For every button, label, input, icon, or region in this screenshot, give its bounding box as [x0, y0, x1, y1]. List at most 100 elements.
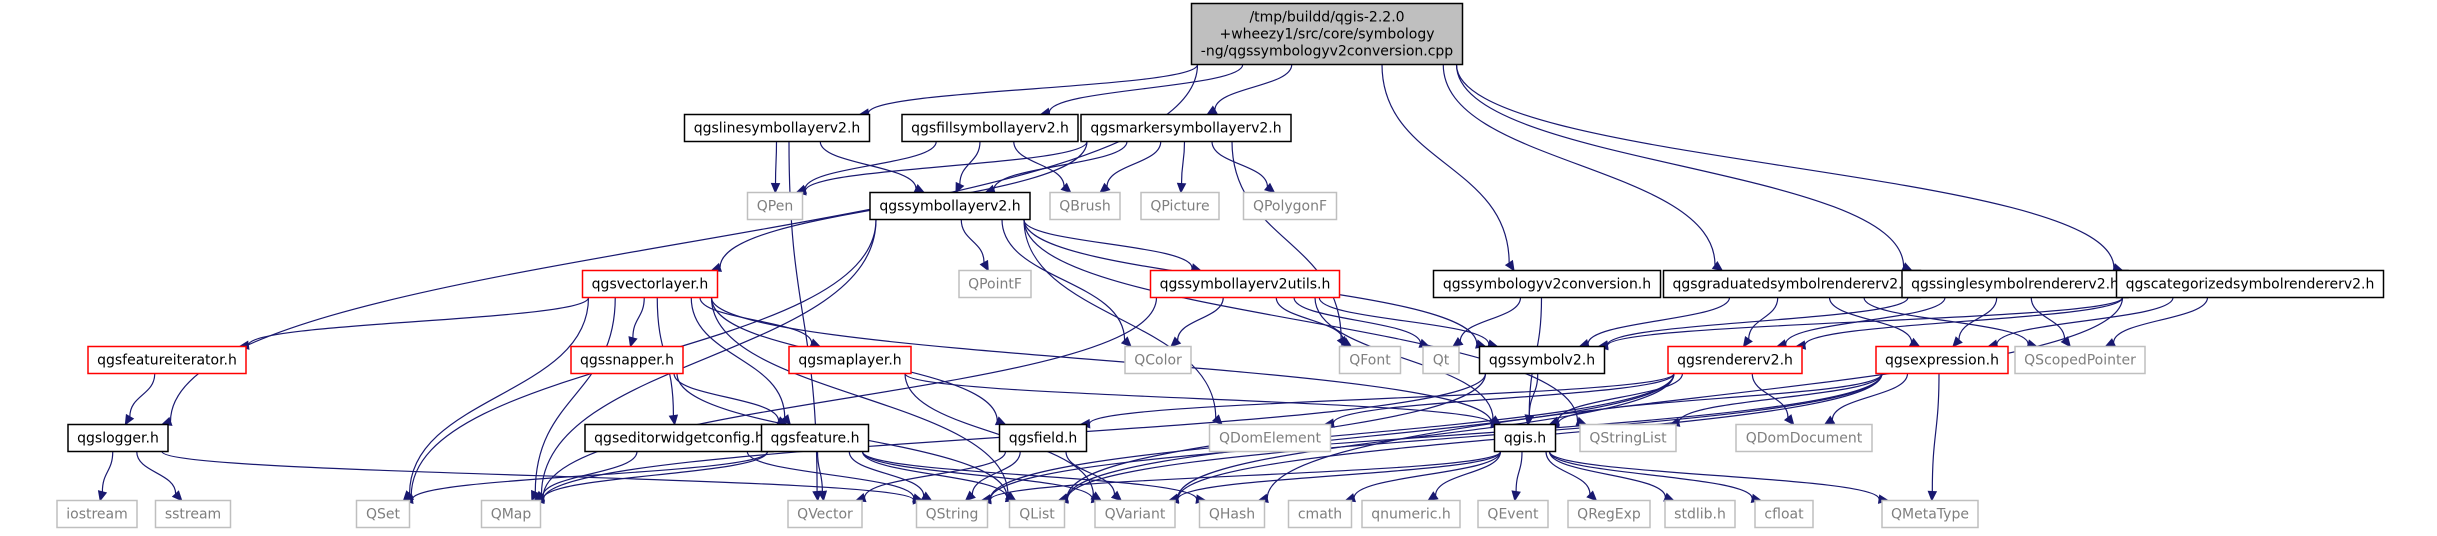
node-qnumeric: qnumeric.h — [1361, 499, 1461, 529]
edge-line — [247, 297, 590, 346]
node-QHash: QHash — [1198, 499, 1266, 529]
node-QVariant: QVariant — [1094, 499, 1176, 529]
node-label: qgsfeatureiterator.h — [97, 353, 237, 369]
node-qgsvectorlayer[interactable]: qgsvectorlayer.h — [581, 269, 719, 299]
node-box — [1049, 191, 1121, 221]
node-qgsexpression[interactable]: qgsexpression.h — [1875, 345, 2009, 375]
node-root[interactable]: /tmp/buildd/qgis-2.2.0+wheezy1/src/core/… — [1190, 2, 1464, 66]
node-box — [1198, 499, 1266, 529]
node-label: cfloat — [1764, 507, 1804, 523]
edge-qgsfield-to-QVector — [854, 451, 1007, 503]
edge-arrowhead — [1099, 182, 1111, 194]
node-box — [581, 269, 719, 299]
node-box — [1208, 423, 1332, 453]
node-qgscategorizedsymbolrendererv2[interactable]: qgscategorizedsymbolrendererv2.h — [2115, 269, 2385, 299]
edge-arrowhead — [817, 490, 828, 502]
node-box — [1579, 423, 1677, 453]
edge-qgis-to-cmath — [1344, 451, 1502, 503]
node-qgssymbolv2[interactable]: qgssymbolv2.h — [1478, 345, 1606, 375]
node-qgsfield[interactable]: qgsfield.h — [998, 423, 1088, 453]
edge-line — [1557, 373, 1883, 424]
node-box — [1478, 345, 1606, 375]
node-label: Qt — [1433, 353, 1450, 369]
edge-line — [989, 373, 1883, 500]
edge-line — [2030, 297, 2066, 340]
node-qgis[interactable]: qgis.h — [1493, 423, 1557, 453]
edge-qgsfield-to-QString — [964, 451, 1021, 502]
node-QRegExp: QRegExp — [1567, 499, 1651, 529]
node-label: qgsfield.h — [1009, 431, 1078, 447]
node-label: qgssymbolv2.h — [1489, 353, 1595, 369]
edge-line — [690, 297, 786, 418]
node-box — [1477, 499, 1549, 529]
node-QBrush: QBrush — [1049, 191, 1121, 221]
node-label: cmath — [1298, 507, 1342, 523]
node-label: qgsmarkersymbollayerv2.h — [1090, 121, 1281, 137]
node-qgssinglesymbolrendererv2[interactable]: qgssinglesymbolrendererv2.h — [1901, 269, 2129, 299]
node-label: qgslogger.h — [77, 431, 159, 447]
node-label: qgseditorwidgetconfig.h — [594, 431, 764, 447]
node-box — [1361, 499, 1461, 529]
edge-qgsvectorlayer-to-qgsfeatureiterator — [238, 297, 590, 350]
edge-arrowhead — [1927, 490, 1938, 502]
node-qgsfeatureiterator[interactable]: qgsfeatureiterator.h — [87, 345, 247, 375]
node-label: stdlib.h — [1674, 507, 1726, 523]
edge-qgsmarkersymbollayerv2-to-QPicture — [1176, 141, 1187, 194]
edge-root-to-qgsmarkersymbollayerv2 — [1206, 64, 1293, 116]
edge-root-to-qgssinglesymbolrendererv2 — [1455, 64, 1913, 272]
edge-arrowhead — [955, 181, 965, 194]
node-box — [1735, 423, 1873, 453]
node-label: qgsfillsymbollayerv2.h — [911, 121, 1069, 137]
edge-line — [1545, 451, 1591, 495]
node-label: QPen — [757, 199, 793, 215]
edge-qgsexpression-to-QMetaType — [1927, 373, 1940, 502]
node-qgsmarkersymbollayerv2[interactable]: qgsmarkersymbollayerv2.h — [1080, 113, 1292, 143]
edge-line — [1048, 64, 1244, 113]
node-box — [1140, 191, 1220, 221]
edge-line — [136, 451, 177, 494]
node-label: QMetaType — [1891, 507, 1969, 523]
node-label: qgslinesymbollayerv2.h — [694, 121, 861, 137]
node-box — [958, 269, 1032, 299]
edge-qgis-to-QEvent — [1511, 451, 1523, 502]
node-box — [1664, 499, 1736, 529]
node-qgssymbollayerv2[interactable]: qgssymbollayerv2.h — [869, 191, 1031, 221]
node-label: QString — [926, 507, 979, 523]
edge-qgscategorizedsymbolrendererv2-to-qgsexpression — [1987, 297, 2174, 349]
edge-line — [904, 372, 1493, 425]
edge-line — [816, 451, 824, 492]
edge-root-to-qgsgraduatedsymbolrendererv2 — [1442, 64, 1724, 272]
edge-arrowhead — [1340, 337, 1353, 348]
node-label: QVector — [797, 507, 853, 523]
edge-qgsmarkersymbollayerv2-to-QPolygonF — [1211, 141, 1276, 194]
edge-line — [1177, 297, 1224, 341]
node-label: sstream — [165, 507, 221, 523]
node-box — [788, 345, 912, 375]
edge-line — [971, 451, 1021, 495]
edge-arrowhead — [668, 414, 679, 426]
node-qgssymbollayerv2utils[interactable]: qgssymbollayerv2utils.h — [1149, 269, 1341, 299]
edge-arrowhead — [1952, 336, 1963, 348]
node-qgsgraduatedsymbolrendererv2[interactable]: qgsgraduatedsymbolrendererv2.h — [1662, 269, 1922, 299]
edge-arrowhead — [1170, 336, 1182, 348]
node-qgsfeature[interactable]: qgsfeature.h — [760, 423, 870, 453]
node-box — [67, 423, 169, 453]
node-qgsmaplayer[interactable]: qgsmaplayer.h — [788, 345, 912, 375]
node-qgslogger[interactable]: qgslogger.h — [67, 423, 169, 453]
edge-arrowhead — [964, 490, 976, 502]
node-qgslinesymbollayerv2[interactable]: qgslinesymbollayerv2.h — [683, 113, 871, 143]
node-qgsfillsymbollayerv2[interactable]: qgsfillsymbollayerv2.h — [901, 113, 1079, 143]
edge-arrowhead — [2060, 336, 2072, 348]
node-QMap: QMap — [480, 499, 542, 529]
node-qgssymbologyv2conversion[interactable]: qgssymbologyv2conversion.h — [1432, 269, 1662, 299]
edge-line — [1023, 219, 1193, 269]
node-qgssnapper[interactable]: qgssnapper.h — [570, 345, 684, 375]
node-label: qgsfeature.h — [771, 431, 860, 447]
edge-arrowhead — [531, 489, 540, 502]
node-QPen: QPen — [746, 191, 804, 221]
edge-qgis-to-stdlib — [1548, 451, 1675, 502]
edge-line — [1751, 373, 1789, 418]
node-qgseditorwidgetconfig[interactable]: qgseditorwidgetconfig.h — [584, 423, 774, 453]
node-qgsrendererv2[interactable]: qgsrendererv2.h — [1667, 345, 1803, 375]
edge-line — [632, 297, 645, 338]
